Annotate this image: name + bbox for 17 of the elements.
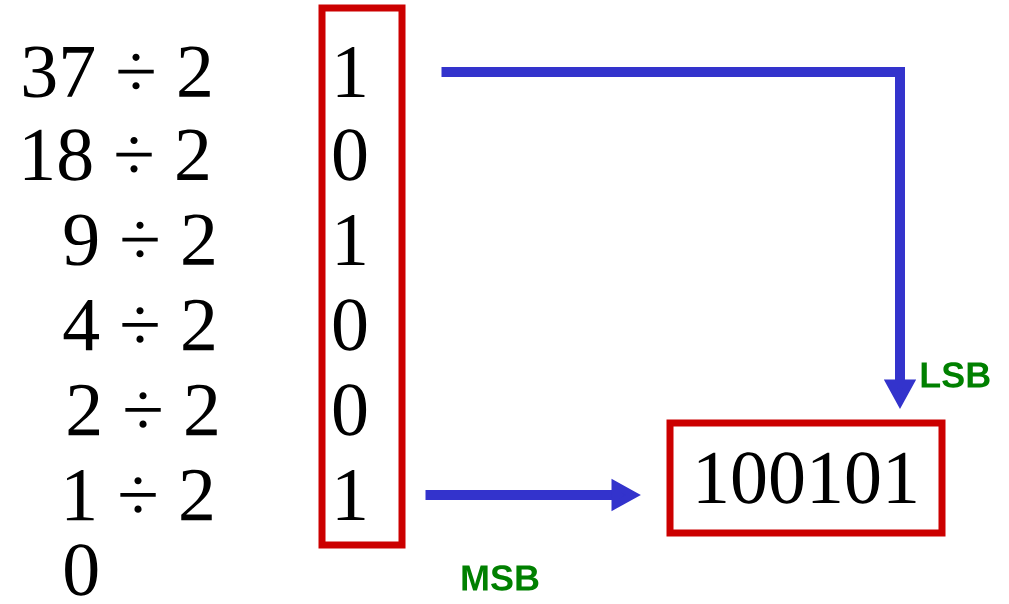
division-step: 2 ÷ 2 [68, 384, 217, 436]
binary-digit: 1 [337, 214, 365, 266]
binary-digit: 0 [333, 129, 367, 181]
division-step: 1 ÷ 2 [66, 469, 212, 521]
division-step: 18 ÷ 2 [24, 129, 208, 181]
binary-digit: 0 [333, 299, 367, 351]
division-step: 0 [65, 544, 98, 596]
edge-label: MSB [462, 565, 539, 591]
remainder-column-box [318, 4, 406, 549]
division-step: 4 ÷ 2 [63, 299, 214, 351]
binary-digit: 1 [337, 46, 365, 98]
division-step: 37 ÷ 2 [23, 46, 210, 98]
result-box: 100101 [666, 419, 946, 537]
binary-digit: 1 [337, 469, 365, 521]
edge-label: LSB [921, 362, 990, 388]
division-step: 9 ÷ 2 [64, 214, 214, 266]
binary-digit: 0 [333, 384, 367, 436]
